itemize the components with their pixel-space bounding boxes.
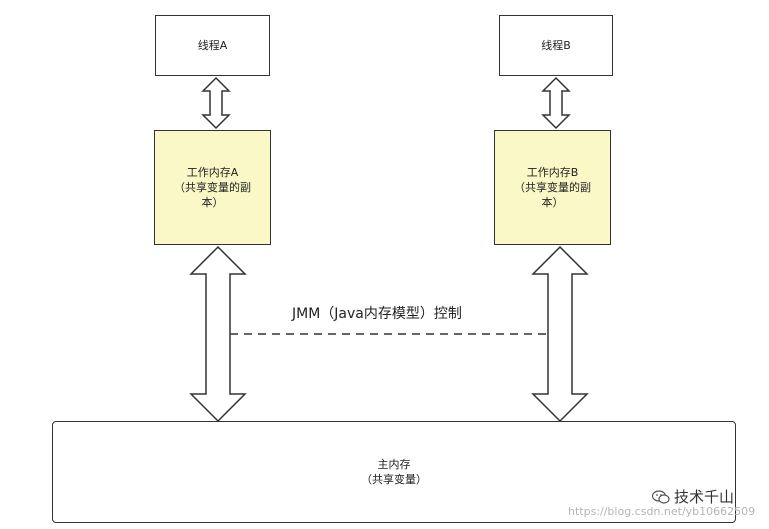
main-memory-line1: 主内存 [377, 458, 411, 471]
thread-a-label: 线程A [197, 39, 228, 52]
work-memory-a-box: 工作内存A （共享变量的副 本） [154, 130, 271, 245]
brand-watermark: 技术千山 [652, 486, 734, 507]
main-memory-line2: （共享变量） [361, 473, 427, 486]
arrow-thread-b-work-b [541, 76, 571, 130]
work-memory-b-line1: 工作内存B [526, 166, 579, 179]
work-memory-b-line2: （共享变量的副 [514, 181, 591, 194]
main-memory-box: 主内存 （共享变量） [52, 421, 736, 523]
arrow-thread-a-work-a [201, 76, 231, 130]
brand-name: 技术千山 [674, 488, 735, 506]
work-memory-b-line3: 本） [541, 196, 564, 209]
watermark-url: https://blog.csdn.net/yb10662509 [568, 505, 756, 518]
work-memory-a-line2: （共享变量的副 [174, 181, 251, 194]
thread-b-label: 线程B [541, 39, 571, 52]
jmm-control-label: JMM（Java内存模型）控制 [292, 306, 462, 322]
thread-a-box: 线程A [155, 15, 270, 76]
work-memory-b-box: 工作内存B （共享变量的副 本） [494, 130, 611, 245]
work-memory-a-line1: 工作内存A [186, 166, 239, 179]
wechat-icon [652, 489, 670, 504]
thread-b-box: 线程B [499, 15, 613, 76]
work-memory-a-line3: 本） [201, 196, 224, 209]
